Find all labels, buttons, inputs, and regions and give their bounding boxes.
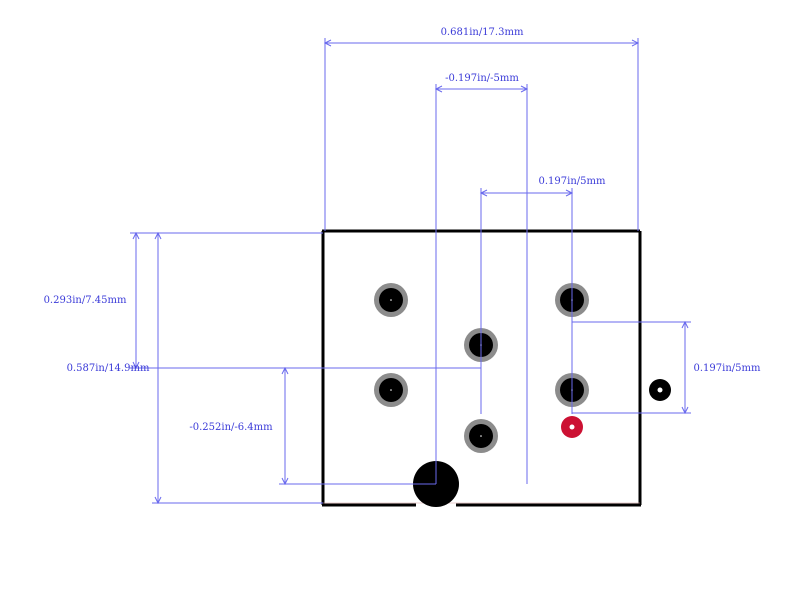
- label-left-height-upper: 0.293in/7.45mm: [44, 295, 127, 306]
- pad: [374, 373, 408, 407]
- pin1-pad: [561, 416, 583, 438]
- pads: [374, 283, 671, 507]
- label-top-offset: -0.197in/-5mm: [445, 73, 519, 84]
- label-right-pitch: 0.197in/5mm: [694, 363, 761, 374]
- label-left-offset-lower: -0.252in/-6.4mm: [189, 422, 273, 433]
- pad: [464, 419, 498, 453]
- pad: [374, 283, 408, 317]
- label-row-pitch: 0.197in/5mm: [539, 176, 606, 187]
- label-overall-height: 0.587in/14.9mm: [67, 363, 150, 374]
- dimension-labels: 0.681in/17.3mm -0.197in/-5mm 0.197in/5mm…: [44, 27, 761, 433]
- label-overall-width: 0.681in/17.3mm: [441, 27, 524, 38]
- dimension-lines: [130, 38, 691, 505]
- mounting-hole: [649, 379, 671, 401]
